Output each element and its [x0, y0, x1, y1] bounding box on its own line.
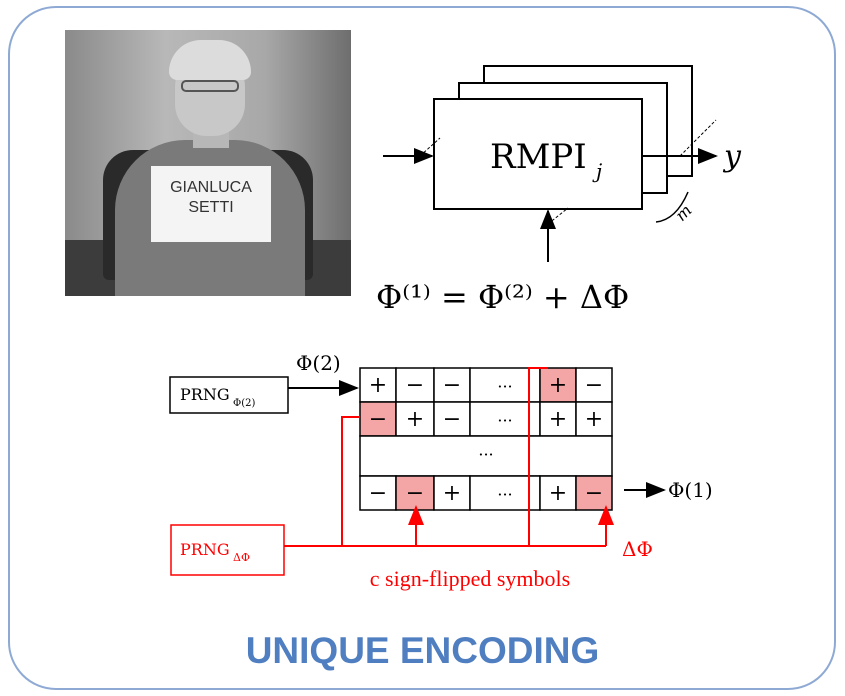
portrait-photo: GIANLUCA SETTI [65, 30, 351, 296]
equation: Φ⁽¹⁾ = Φ⁽²⁾ + ΔΦ [376, 278, 629, 316]
rmpi-output-y: y [722, 139, 742, 174]
prng-delta-box [170, 524, 285, 576]
matrix-cell-box [575, 367, 613, 403]
rmpi-box [433, 98, 643, 210]
matrix-cell-flipped [395, 475, 435, 511]
rmpi-subscript: j [592, 159, 602, 183]
matrix-cell: − [369, 481, 387, 506]
prng-phi2-subscript: Φ(2) [233, 398, 255, 409]
matrix-cell-flipped [575, 475, 613, 511]
matrix-cell: + [443, 481, 461, 506]
rmpi-input-dash [419, 137, 441, 157]
prng-phi2-box [169, 376, 289, 414]
matrix-cell: ··· [497, 377, 512, 396]
prng-delta-label: PRNG [180, 540, 230, 559]
matrix-cell: + [549, 407, 567, 432]
rmpi-control-dash [547, 207, 569, 225]
photo-sign [151, 166, 271, 242]
rmpi-output-dash [679, 119, 717, 157]
matrix-row-ellipsis [359, 435, 613, 477]
matrix-cell: − [406, 481, 424, 506]
matrix-cell: − [369, 407, 387, 432]
matrix-cell: ··· [497, 485, 512, 504]
matrix-cell: − [443, 407, 461, 432]
matrix-cell: − [443, 373, 461, 398]
prng-phi2-label: PRNG [180, 385, 230, 404]
delta-phi-label: ΔΦ [622, 537, 653, 561]
matrix-cell: + [369, 373, 387, 398]
photo-sign-text: GIANLUCA SETTI [170, 179, 252, 216]
delta-routing-lines [284, 367, 614, 547]
matrix-cell: ··· [478, 445, 493, 464]
prng-delta-subscript: ΔΦ [233, 551, 250, 564]
matrix-cell: ··· [497, 411, 512, 430]
matrix-cell-box [433, 401, 471, 437]
matrix-cell: + [549, 373, 567, 398]
caption: c sign-flipped symbols [369, 566, 571, 591]
phi1-output-label: Φ(1) [668, 478, 713, 502]
prng-phi2-output: Φ(2) [296, 351, 341, 375]
matrix-cell-box [433, 475, 471, 511]
slide-title: UNIQUE ENCODING [245, 630, 600, 671]
rmpi-copies-brace [655, 191, 689, 223]
matrix-cell: + [585, 407, 603, 432]
photo-glasses [181, 80, 239, 92]
photo-person-hair [169, 40, 251, 80]
matrix-cell: − [585, 373, 603, 398]
matrix-cell-box [539, 475, 577, 511]
rmpi-label: RMPI [490, 137, 587, 177]
matrix-cell: − [406, 373, 424, 398]
matrix-cell: − [585, 481, 603, 506]
rmpi-copies-m: m [671, 201, 695, 225]
matrix-cell: + [406, 407, 424, 432]
matrix-grid: +−−···+−−+−···++···−−+···+− [359, 367, 613, 511]
matrix-cell-box [433, 367, 471, 403]
matrix-cell: + [549, 481, 567, 506]
